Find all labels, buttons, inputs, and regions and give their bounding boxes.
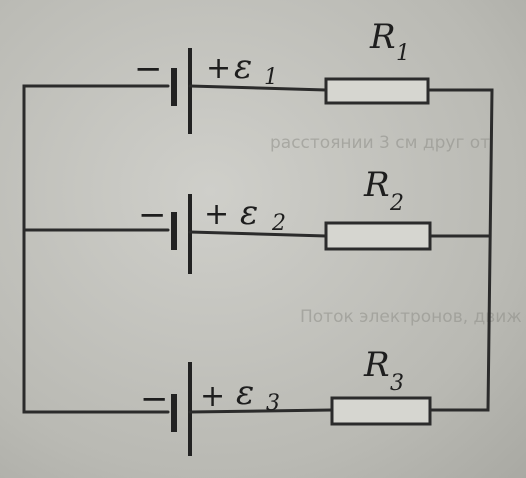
resistor-2-symbol: R xyxy=(363,165,390,205)
resistor-3 xyxy=(330,396,432,426)
emf-1-symbol: ε xyxy=(234,47,252,87)
bleed-through-line-1: расстоянии 3 см друг от xyxy=(270,133,490,153)
resistor-3-symbol: R xyxy=(363,345,390,385)
emf-1-index: 1 xyxy=(264,65,278,90)
emf-3-symbol: ε xyxy=(236,373,254,413)
emf-2-symbol: ε xyxy=(240,193,258,233)
resistor-1 xyxy=(324,77,430,105)
branch-2-wire xyxy=(188,230,328,238)
branch-3-wire xyxy=(188,408,334,414)
branch-1: − + ε 1 R 1 xyxy=(134,17,430,134)
battery-2-minus-sign: − xyxy=(138,195,167,235)
battery-2-plus-sign: + xyxy=(204,197,229,232)
resistor-3-index: 3 xyxy=(390,371,404,396)
emf-2-index: 2 xyxy=(271,211,286,236)
resistor-1-index: 1 xyxy=(396,41,410,66)
branch-3: − + ε 3 R 3 xyxy=(140,345,432,456)
left-rail-wire xyxy=(22,84,170,414)
battery-3-minus-sign: − xyxy=(140,379,169,419)
resistor-1-symbol: R xyxy=(369,17,396,57)
battery-3-plus-sign: + xyxy=(200,379,225,414)
branch-1-wire xyxy=(188,84,328,92)
bleed-through-line-2: Поток электронов, движ xyxy=(300,307,522,327)
right-rail-wire xyxy=(426,88,494,412)
battery-1-minus-sign: − xyxy=(134,49,163,89)
emf-3-index: 3 xyxy=(266,391,280,416)
battery-1-plus-sign: + xyxy=(206,51,231,86)
branch-2: − + ε 2 R 2 xyxy=(22,165,492,274)
resistor-2 xyxy=(324,221,432,251)
resistor-2-index: 2 xyxy=(389,191,404,216)
